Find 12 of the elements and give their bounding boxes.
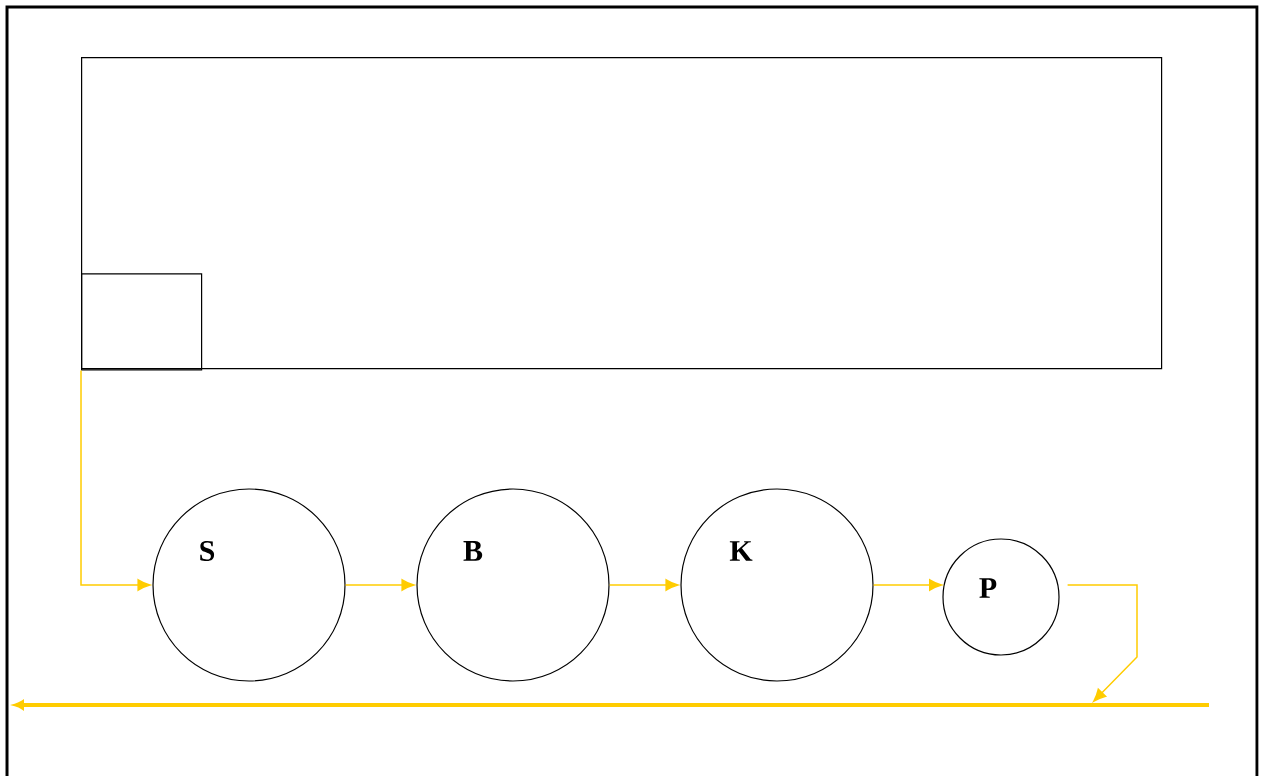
arrow <box>608 579 679 591</box>
arrow <box>344 579 415 591</box>
rectangle-box <box>81 57 1163 370</box>
circle-node: S <box>152 488 346 682</box>
circle-node: B <box>416 488 610 682</box>
rectangle-box <box>81 273 203 371</box>
arrow <box>872 579 943 591</box>
arrow <box>80 369 151 591</box>
thick-arrow <box>13 700 1209 710</box>
circle-node: P <box>942 538 1060 656</box>
circle-node: K <box>680 488 874 682</box>
arrow <box>1066 584 1138 702</box>
